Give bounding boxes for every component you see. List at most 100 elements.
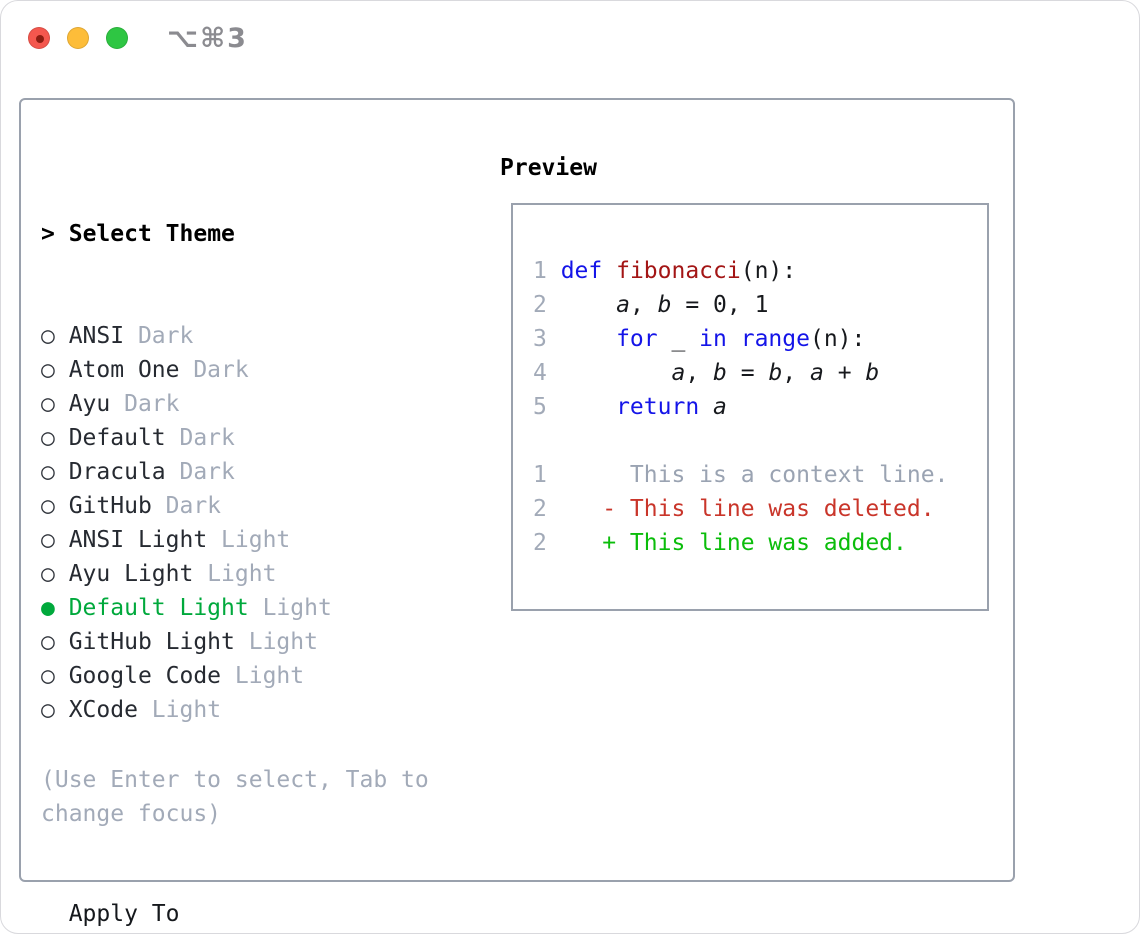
radio-unselected-icon: ○ [41, 561, 55, 587]
option-variant: Dark [165, 459, 235, 485]
line-number: 1 [533, 258, 547, 284]
option-label: Atom One [54, 357, 180, 383]
theme-option-ayu-light[interactable]: ○ Ayu Light Light [41, 557, 332, 591]
preview-line: 4 a, b = b, a + b [533, 356, 948, 390]
code-segment [561, 292, 616, 318]
zoom-button-icon[interactable] [106, 27, 128, 49]
option-label: Default [54, 425, 166, 451]
code-segment: a [713, 394, 727, 420]
theme-option-atom-one[interactable]: ○ Atom One Dark [41, 353, 332, 387]
theme-picker-panel: > Select Theme ○ ANSI Dark○ Atom One Dar… [19, 98, 1015, 927]
select-theme-header: > Select Theme [41, 217, 332, 251]
code-segment: + This line was added. [560, 530, 907, 556]
line-number: 5 [533, 394, 547, 420]
code-segment: This is a context line. [560, 462, 949, 488]
option-label: ANSI Light [54, 527, 208, 553]
preview-line: 3 for _ in range(n): [533, 322, 948, 356]
line-number: 1 [533, 462, 547, 488]
theme-option-google-code[interactable]: ○ Google Code Light [41, 659, 332, 693]
code-segment: , [685, 360, 714, 386]
code-segment: (n): [740, 258, 797, 284]
option-label: Default Light [54, 595, 249, 621]
option-variant: Light [221, 663, 305, 689]
code-segment: return [616, 394, 700, 420]
window-title: ⌥⌘3 [167, 23, 248, 54]
radio-unselected-icon: ○ [41, 357, 55, 383]
preview-line: 2 a, b = 0, 1 [533, 288, 948, 322]
radio-selected-icon: ● [41, 595, 55, 621]
radio-unselected-icon: ○ [41, 391, 55, 417]
code-segment: in [699, 326, 727, 352]
theme-option-github[interactable]: ○ GitHub Dark [41, 489, 332, 523]
code-segment: b [768, 360, 783, 386]
theme-option-github-light[interactable]: ○ GitHub Light Light [41, 625, 332, 659]
code-segment: = 0, 1 [671, 292, 769, 318]
theme-option-ansi-light[interactable]: ○ ANSI Light Light [41, 523, 332, 557]
option-variant: Light [234, 629, 318, 655]
close-button-icon[interactable] [28, 27, 50, 49]
radio-unselected-icon: ○ [41, 323, 55, 349]
line-number: 2 [533, 292, 547, 318]
theme-option-xcode[interactable]: ○ XCode Light [41, 693, 332, 727]
theme-list: > Select Theme ○ ANSI Dark○ Atom One Dar… [41, 149, 332, 933]
prompt-caret: > [41, 221, 55, 247]
option-label: Dracula [54, 459, 166, 485]
code-segment: range [740, 326, 810, 352]
theme-option-ansi[interactable]: ○ ANSI Dark [41, 319, 332, 353]
code-segment: - This line was deleted. [560, 496, 935, 522]
line-number: 4 [533, 360, 547, 386]
preview-line [533, 424, 948, 458]
theme-option-dracula[interactable]: ○ Dracula Dark [41, 455, 332, 489]
theme-option-ayu[interactable]: ○ Ayu Dark [41, 387, 332, 421]
code-segment: b [713, 360, 727, 386]
preview-line: 1 This is a context line. [533, 458, 948, 492]
code-segment: for [616, 326, 658, 352]
preview-line: 2 - This line was deleted. [533, 492, 948, 526]
option-variant: Dark [179, 357, 249, 383]
code-segment: a [616, 292, 630, 318]
select-theme-title: Select Theme [68, 221, 235, 247]
option-label: GitHub [54, 493, 152, 519]
option-variant: Light [207, 527, 291, 553]
option-variant: Dark [124, 323, 194, 349]
code-segment [602, 258, 616, 284]
apply-to-header: Apply To [41, 897, 332, 931]
code-segment: , [629, 292, 658, 318]
code-segment: fibonacci [616, 258, 741, 284]
titlebar: ⌥⌘3 [1, 1, 1139, 76]
theme-option-default[interactable]: ○ Default Dark [41, 421, 332, 455]
code-segment: _ [657, 326, 700, 352]
code-segment [561, 394, 616, 420]
option-variant: Light [248, 595, 332, 621]
radio-unselected-icon: ○ [41, 527, 55, 553]
option-label: Ayu Light [54, 561, 194, 587]
preview-title: Preview [500, 155, 597, 181]
code-segment: , [782, 360, 810, 386]
radio-unselected-icon: ○ [41, 629, 55, 655]
code-segment: b [657, 292, 672, 318]
preview-line: 5 return a [533, 390, 948, 424]
minimize-button-icon[interactable] [67, 27, 89, 49]
line-number: 2 [533, 496, 547, 522]
keyboard-hint: (Use Enter to select, Tab to change focu… [41, 767, 429, 827]
code-segment [561, 360, 672, 386]
option-label: GitHub Light [54, 629, 235, 655]
option-variant: Dark [110, 391, 180, 417]
code-segment [699, 394, 713, 420]
option-variant: Light [193, 561, 277, 587]
radio-unselected-icon: ○ [41, 459, 55, 485]
option-variant: Light [137, 697, 222, 723]
option-variant: Dark [151, 493, 222, 519]
code-segment: = [726, 360, 769, 386]
option-label: ANSI [54, 323, 125, 349]
radio-unselected-icon: ○ [41, 493, 55, 519]
radio-unselected-icon: ○ [41, 663, 55, 689]
option-label: Ayu [54, 391, 111, 417]
theme-option-default-light[interactable]: ● Default Light Light [41, 591, 332, 625]
line-number: 2 [533, 530, 547, 556]
line-number: 3 [533, 326, 547, 352]
code-segment: a [810, 360, 824, 386]
